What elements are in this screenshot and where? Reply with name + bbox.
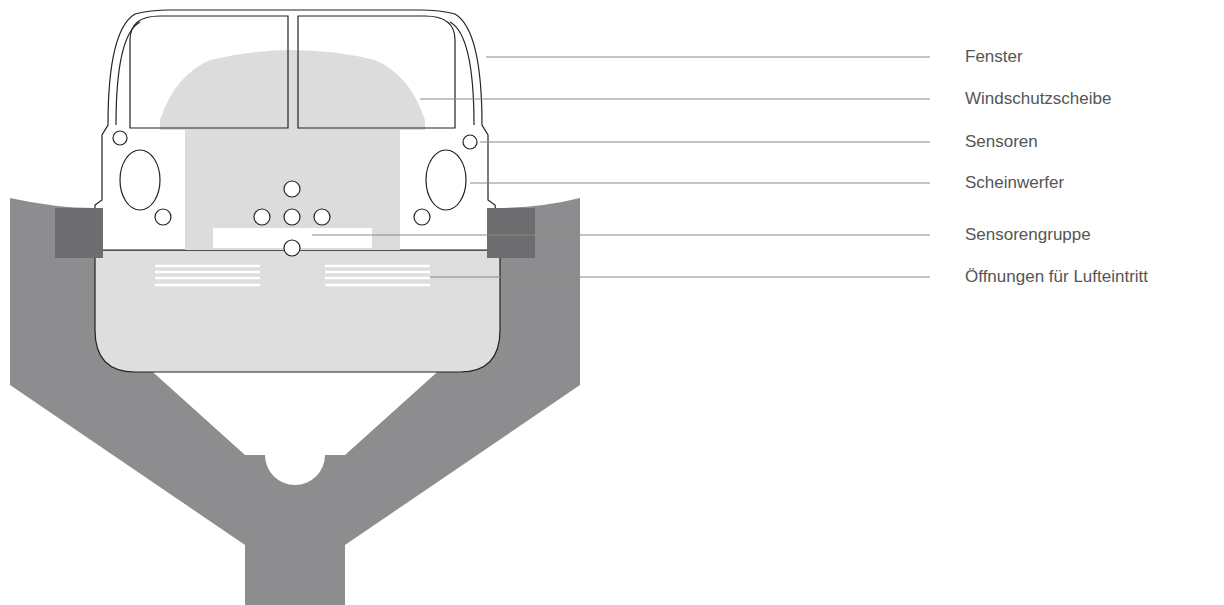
sensor-group xyxy=(254,181,330,256)
vent-slat xyxy=(155,271,260,274)
air-vent xyxy=(155,266,430,285)
headlight xyxy=(120,150,160,210)
part-label: Öffnungen für Lufteintritt xyxy=(963,267,1150,287)
part-label: Sensorengruppe xyxy=(963,225,1093,245)
vent-slat xyxy=(325,277,430,280)
vent-slat xyxy=(325,265,430,268)
vent-slat xyxy=(155,265,260,268)
mount-block xyxy=(55,208,103,258)
car-silhouette xyxy=(160,50,425,250)
leader-lines xyxy=(312,57,930,277)
sensor xyxy=(113,131,477,225)
leader-line xyxy=(420,99,930,100)
leader-line xyxy=(480,142,930,143)
leader-line xyxy=(312,235,930,236)
part-label: Sensoren xyxy=(963,132,1040,152)
car-upper-body xyxy=(95,10,500,250)
part-label: Windschutzscheibe xyxy=(963,89,1113,109)
mount-block xyxy=(487,208,535,258)
leader-line xyxy=(430,277,930,278)
part-label: Fenster xyxy=(963,47,1025,67)
vent-slat xyxy=(325,271,430,274)
leader-line xyxy=(470,183,930,184)
leader-line xyxy=(486,57,930,58)
vent-slat xyxy=(155,284,260,287)
headlight xyxy=(426,150,466,210)
holder-frame xyxy=(10,198,580,605)
vent-slat xyxy=(325,284,430,287)
vent-slat xyxy=(155,277,260,280)
car-lower-body xyxy=(95,250,500,372)
part-label: Scheinwerfer xyxy=(963,173,1066,193)
side-window xyxy=(116,22,474,125)
windshield xyxy=(130,16,455,128)
